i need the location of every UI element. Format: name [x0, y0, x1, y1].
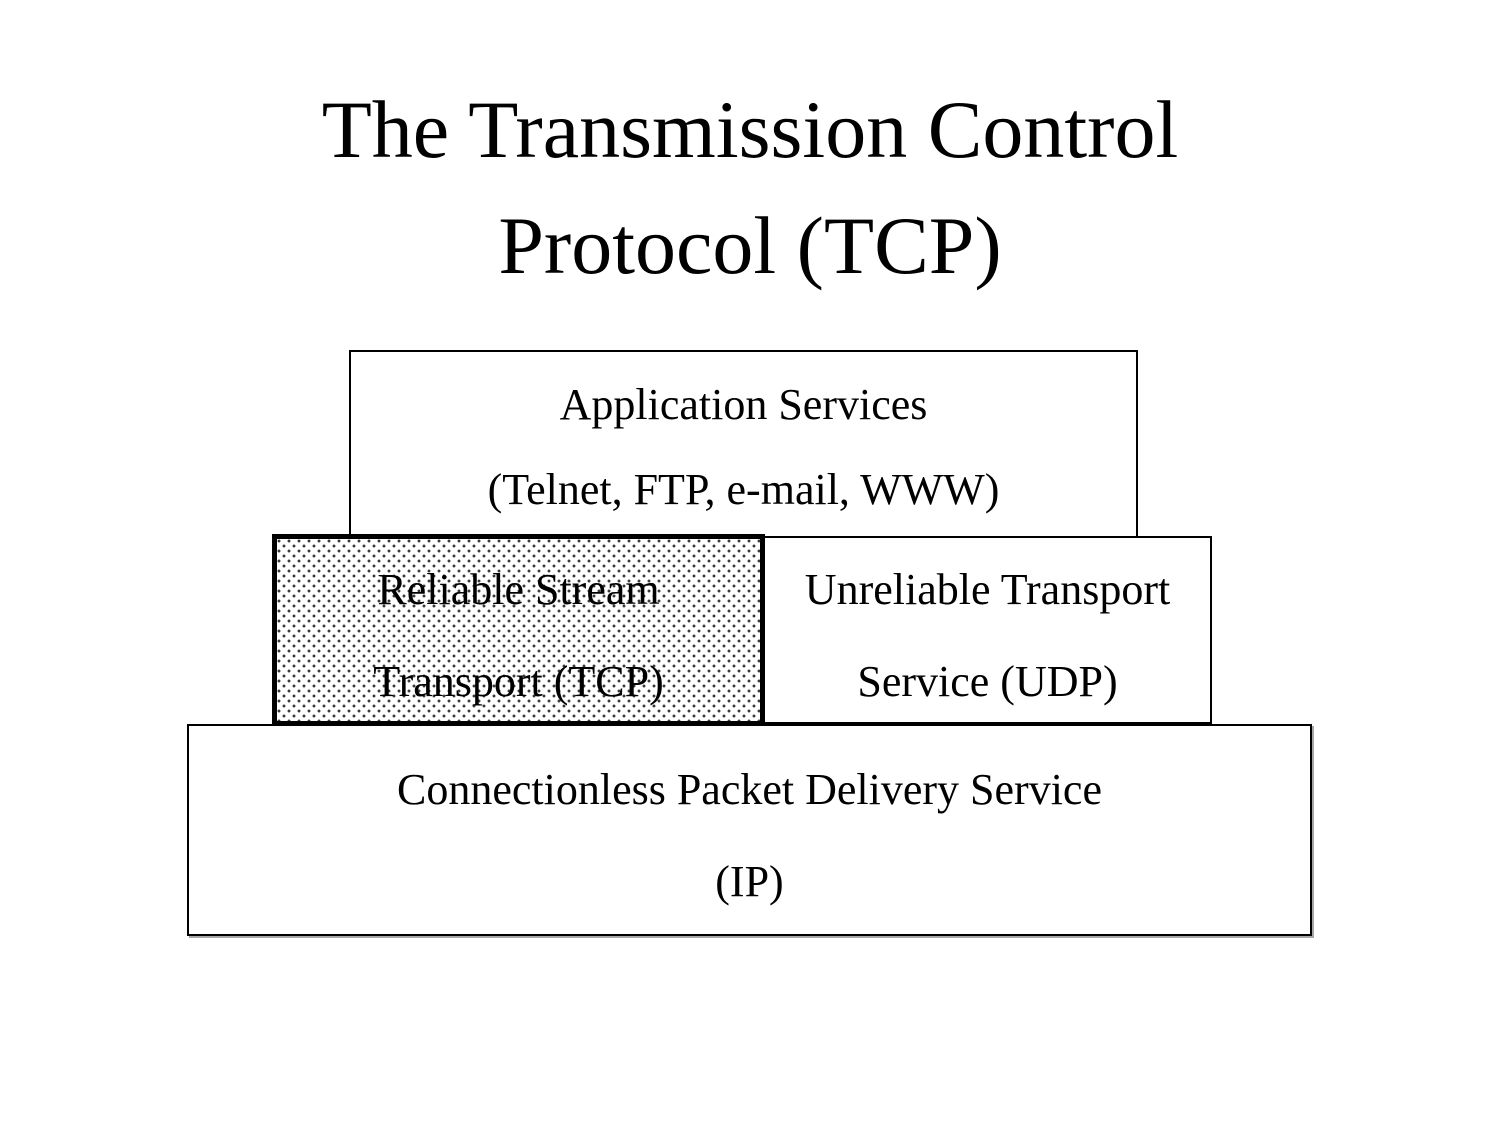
ip-service-label: Connectionless Packet Delivery Service — [396, 765, 1102, 814]
title-line-1: The Transmission Control — [321, 84, 1179, 175]
application-services-label: Application Services — [559, 380, 928, 429]
udp-service-area: Unreliable Transport Service (UDP) — [765, 538, 1210, 722]
title-line-2: Protocol (TCP) — [498, 200, 1002, 291]
ip-service-box: Connectionless Packet Delivery Service (… — [187, 724, 1312, 936]
tcp-service-label: Reliable Stream — [377, 565, 660, 614]
tcp-service-box: Reliable Stream Transport (TCP) — [272, 534, 765, 726]
tcp-service-sublabel: Transport (TCP) — [373, 657, 664, 706]
ip-service-sublabel: (IP) — [715, 857, 784, 906]
udp-service-label: Unreliable Transport — [804, 565, 1171, 614]
application-services-box: Application Services (Telnet, FTP, e-mai… — [349, 350, 1138, 538]
slide-title: The Transmission Control Protocol (TCP) — [0, 72, 1500, 304]
application-services-examples-label: (Telnet, FTP, e-mail, WWW) — [487, 465, 1000, 514]
udp-service-sublabel: Service (UDP) — [857, 657, 1118, 706]
